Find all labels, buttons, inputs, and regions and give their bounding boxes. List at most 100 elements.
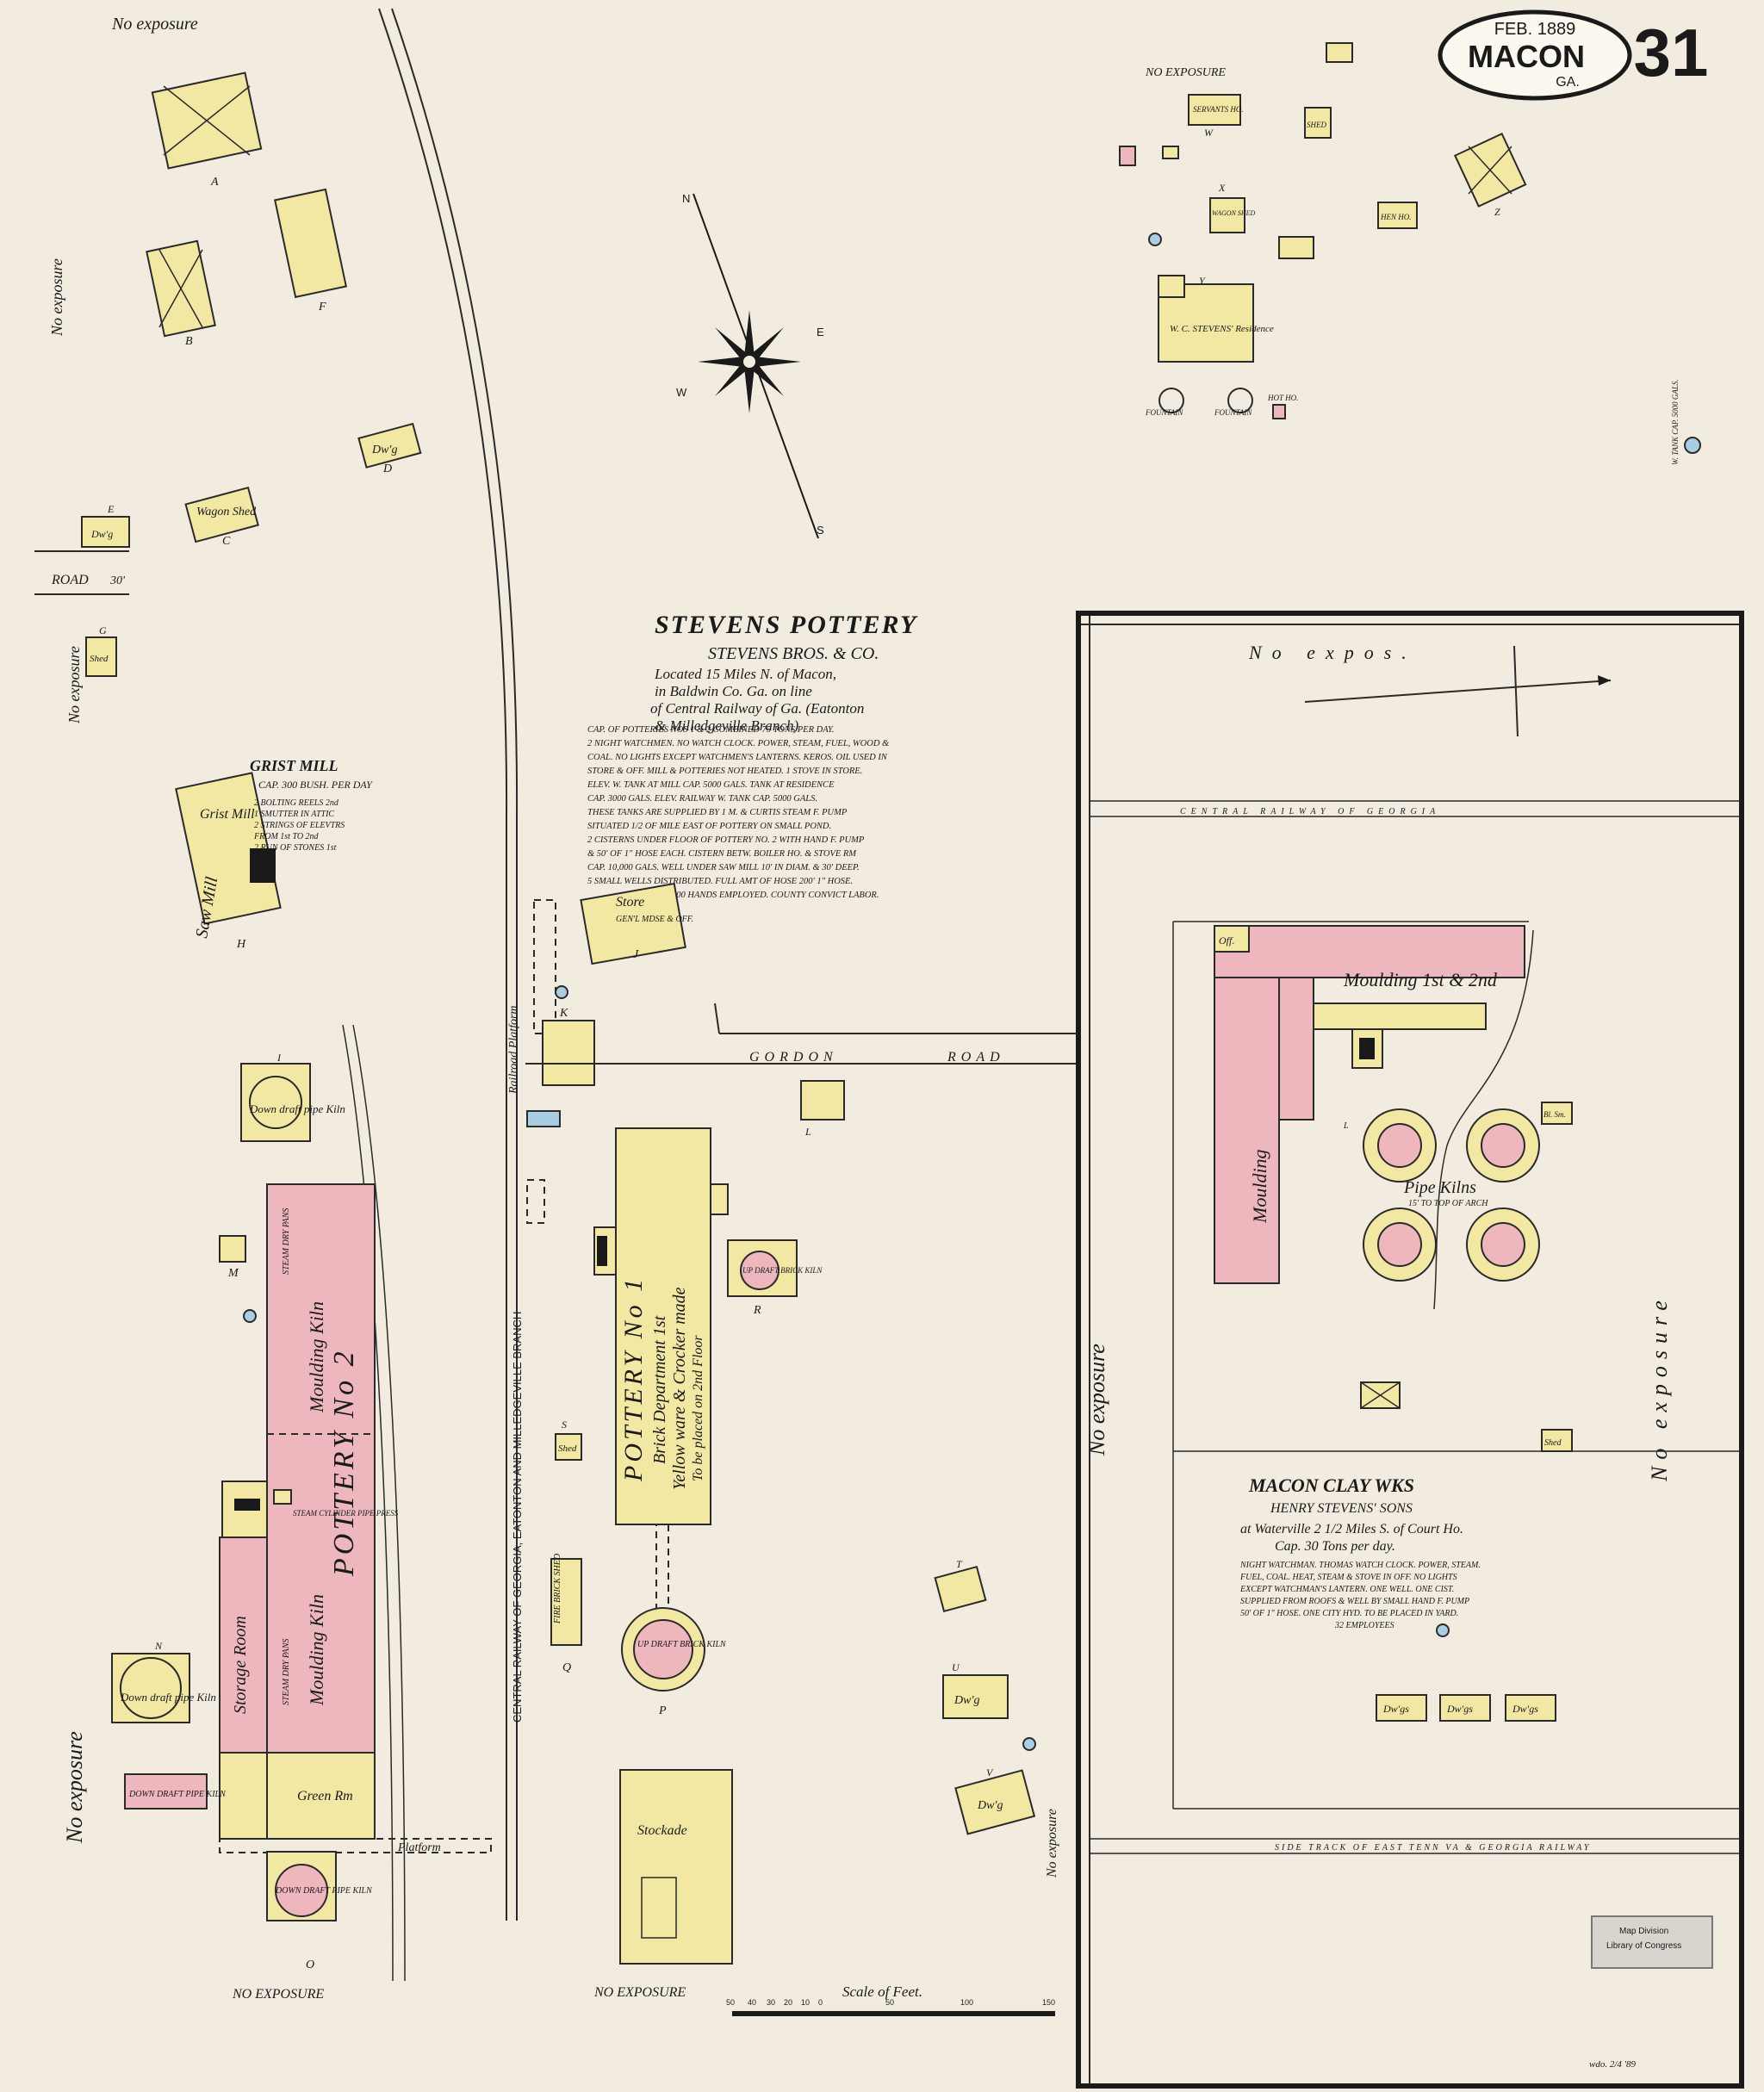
exposure-bottom-left: NO EXPOSURE xyxy=(232,1987,324,2002)
pottery-no1-label: POTTERY No 1 xyxy=(619,1276,648,1482)
pipe-kilns-right: Pipe Kilns 15' TO TOP OF ARCH xyxy=(1363,1108,1540,1282)
letter-u: U xyxy=(952,1661,960,1673)
side-track-label: SIDE TRACK OF EAST TENN VA & GEORGIA RAI… xyxy=(1275,1843,1591,1853)
kiln-o xyxy=(275,1864,328,1917)
building-g-shed xyxy=(85,636,117,677)
w-tank-right xyxy=(1684,437,1701,454)
pipe-kilns-sub: 15' TO TOP OF ARCH xyxy=(1408,1199,1488,1208)
brick-department: Brick Department 1st xyxy=(650,1315,669,1464)
pottery-no2-green-rm xyxy=(266,1752,376,1840)
building-e xyxy=(81,516,130,548)
platform-label: Platform xyxy=(397,1841,441,1854)
exposure-right-mid2: No exposure xyxy=(1045,1809,1059,1878)
stamp-box xyxy=(1591,1915,1713,1969)
brick-kiln-r xyxy=(740,1251,780,1290)
letter-n: N xyxy=(154,1640,163,1652)
stevens-location-2: of Central Railway of Ga. (Eatonton xyxy=(650,700,864,717)
main-track-rail-2 xyxy=(391,8,519,1921)
letter-l-clay: L xyxy=(1343,1121,1349,1131)
building-k xyxy=(542,1020,595,1086)
moulding-right-leg xyxy=(1214,977,1280,1284)
hot-ho-label: HOT HO. xyxy=(1267,394,1298,402)
pottery-no2-boiler xyxy=(234,1499,260,1511)
letter-s: S xyxy=(562,1418,567,1431)
brick-kiln-p-label: UP DRAFT BRICK KILN xyxy=(637,1640,727,1649)
stevens-note-11: 5 SMALL WELLS DISTRIBUTED. FULL AMT OF H… xyxy=(587,877,853,886)
letter-t: T xyxy=(956,1558,963,1570)
steam-cylinder-label: STEAM CYLINDER PIPE PRESS xyxy=(293,1509,399,1518)
gordon-left-label: GORDON xyxy=(749,1050,838,1065)
building-l xyxy=(800,1080,845,1120)
shed-residence xyxy=(1304,107,1332,139)
exposure-labels: No exposure No exposure No exposure No e… xyxy=(48,15,1672,2002)
building-t xyxy=(934,1565,987,1613)
hen-house xyxy=(1377,202,1418,229)
dwellings-10-label: Dw'gs xyxy=(1446,1703,1473,1715)
building-f xyxy=(274,188,348,299)
kiln-i xyxy=(249,1076,302,1129)
blacksmith-shop xyxy=(1541,1102,1573,1125)
stevens-pottery-title: STEVENS POTTERY xyxy=(655,611,918,639)
clay-location: at Waterville 2 1/2 Miles S. of Court Ho… xyxy=(1240,1522,1463,1536)
well-residence xyxy=(1148,233,1162,246)
fire-brick-shed-label: FIRE BRICK SHED xyxy=(553,1553,562,1624)
compass-rose: N S E W xyxy=(676,192,824,539)
well-m xyxy=(243,1309,257,1323)
kiln-n xyxy=(120,1657,182,1719)
scale-tick-7: 100 xyxy=(960,1998,973,2007)
stevens-note-7: SITUATED 1/2 OF MILE EAST OF POTTERY ON … xyxy=(587,822,831,831)
letter-a: A xyxy=(210,176,219,189)
down-draft-2: Down draft pipe Kiln xyxy=(120,1691,216,1704)
grist-mill-note-2: 2 STRINGS OF ELEVTRS xyxy=(254,821,345,830)
letter-c: C xyxy=(222,535,231,548)
mill-boiler xyxy=(250,848,276,883)
clay-engine xyxy=(1351,1028,1383,1069)
letter-y: Y xyxy=(1199,275,1206,287)
building-d xyxy=(357,422,422,469)
clay-works-border xyxy=(1076,611,1744,2089)
bl-sm-label: Bl. Sm. xyxy=(1544,1110,1566,1119)
stevens-note-0: CAP. OF POTTERIES NOS 1 & 2 COMBINED 75 … xyxy=(587,725,835,735)
store-area: Store GEN'L MDSE & OFF. J Railroad Platf… xyxy=(507,882,693,1224)
dwellings-9-label: Dw'gs xyxy=(1382,1703,1409,1715)
signature: wdo. 2/4 '89 xyxy=(1589,2059,1636,2070)
scale-tick-6: 50 xyxy=(885,1998,894,2007)
scale-tick-1: 40 xyxy=(748,1998,756,2007)
railroad-platform xyxy=(533,899,556,1034)
grist-mill-capacity: CAP. 300 BUSH. PER DAY xyxy=(258,779,373,791)
well-u xyxy=(1022,1737,1036,1751)
fountain-label-2: FOUNTAIN xyxy=(1214,408,1252,417)
building-u xyxy=(942,1674,1009,1719)
stevens-note-9: & 50' OF 1" HOSE EACH. CISTERN BETW. BOI… xyxy=(587,849,857,859)
down-draft-1: Down draft pipe Kiln xyxy=(249,1102,345,1115)
letter-r: R xyxy=(753,1304,761,1317)
middle-sheds: Shed S FIRE BRICK SHED Q Stockade xyxy=(550,1418,733,1965)
compass-e: E xyxy=(817,326,824,338)
dwg-v-label: Dw'g xyxy=(977,1799,1003,1812)
moulding-right-inner xyxy=(1278,977,1314,1120)
exposure-top-right: NO EXPOSURE xyxy=(1145,66,1226,79)
spur-track-2 xyxy=(342,1024,394,1982)
residence-small-pink xyxy=(1119,146,1136,166)
sheet-number: 31 xyxy=(1634,15,1709,90)
grist-mill-note-0: 2 BOLTING REELS 2nd xyxy=(254,798,339,808)
fountain-label-1: FOUNTAIN xyxy=(1145,408,1183,417)
building-m xyxy=(219,1235,246,1263)
letter-j: J xyxy=(633,948,639,961)
dwellings-11-label: Dw'gs xyxy=(1512,1703,1538,1715)
exposure-top-left: No exposure xyxy=(111,15,198,34)
compass-w: W xyxy=(676,386,687,399)
letter-o: O xyxy=(306,1959,314,1971)
library-stamp: Map Division Library of Congress xyxy=(1591,1915,1713,1969)
main-track-rail-1 xyxy=(378,8,508,1921)
grist-mill-note-4: 2 RUN OF STONES 1st xyxy=(254,843,337,853)
scale-title: Scale of Feet. xyxy=(842,1983,922,2000)
pottery2-kilns: Down draft pipe Kiln I Down draft pipe K… xyxy=(111,1052,373,1971)
store-label: Store xyxy=(616,895,644,909)
spur-track-1 xyxy=(352,1024,406,1982)
left-upper-buildings: A B F Dw'g D Wagon Shed C Dw'g E ROAD 30… xyxy=(34,71,422,677)
exposure-clay-top: No expos. xyxy=(1248,642,1417,663)
stevens-location-1: in Baldwin Co. Ga. on line xyxy=(655,683,812,699)
scale-tick-4: 10 xyxy=(801,1998,810,2007)
